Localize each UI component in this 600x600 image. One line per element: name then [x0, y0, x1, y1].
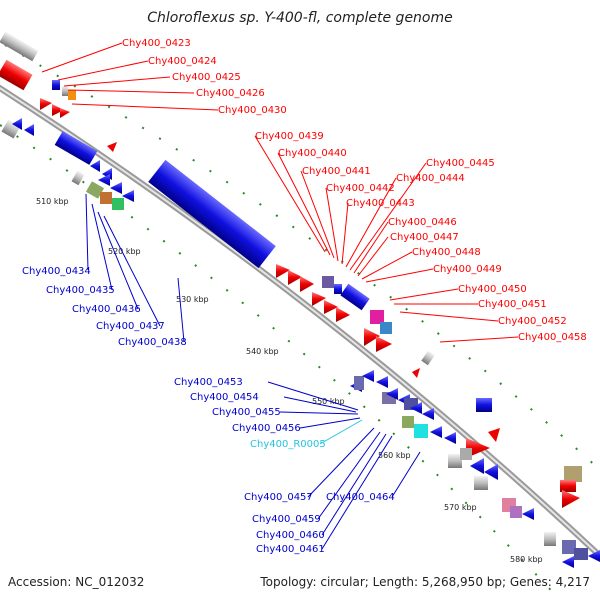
gene-label: Chy400_0425 — [172, 72, 241, 83]
reverse-leader-lines — [85, 193, 421, 550]
gene-label: Chy400_0452 — [498, 316, 567, 327]
gene-label: Chy400_0443 — [346, 198, 415, 209]
reverse-gene-labels: Chy400_0434 Chy400_0435 Chy400_0436 Chy4… — [22, 266, 395, 555]
gene-label: Chy400_0450 — [458, 284, 527, 295]
gene-label: Chy400_0444 — [396, 173, 465, 184]
kbp-label: 520 kbp — [108, 247, 141, 256]
gene-label: Chy400_0455 — [212, 407, 281, 418]
kbp-labels: 510 kbp 520 kbp 530 kbp 540 kbp 550 kbp … — [36, 197, 543, 564]
gene-label: Chy400_0460 — [256, 530, 325, 541]
gene-label: Chy400_0448 — [412, 247, 481, 258]
gene-label: Chy400_0438 — [118, 337, 187, 348]
gene-label: Chy400_0424 — [148, 56, 217, 67]
gene-label: Chy400_0440 — [278, 148, 347, 159]
map-title: Chloroflexus sp. Y-400-fl, complete geno… — [147, 10, 453, 26]
gene-label: Chy400_0454 — [190, 392, 259, 403]
forward-features — [0, 31, 582, 508]
gene-label: Chy400_0430 — [218, 105, 287, 116]
gene-label: Chy400_0447 — [390, 232, 459, 243]
gene-label: Chy400_0458 — [518, 332, 587, 343]
gene-label: Chy400_0461 — [256, 544, 325, 555]
gene-label: Chy400_0434 — [22, 266, 91, 277]
gene-label: Chy400_0451 — [478, 299, 547, 310]
gene-label: Chy400_0439 — [255, 131, 324, 142]
gene-label: Chy400_0464 — [326, 492, 395, 503]
gene-label: Chy400_0437 — [96, 321, 165, 332]
forward-leader-lines — [41, 42, 519, 343]
gene-label: Chy400_0436 — [72, 304, 141, 315]
gene-label: Chy400_0442 — [326, 183, 395, 194]
gene-label: Chy400_0445 — [426, 158, 495, 169]
gene-label: Chy400_0446 — [388, 217, 457, 228]
gene-label: Chy400_0453 — [174, 377, 243, 388]
gene-label: Chy400_0457 — [244, 492, 313, 503]
kbp-label: 540 kbp — [246, 347, 279, 356]
kbp-label: 560 kbp — [378, 451, 411, 460]
gene-label: Chy400_0456 — [232, 423, 301, 434]
gene-label: Chy400_0423 — [122, 38, 191, 49]
kbp-label: 580 kbp — [510, 555, 543, 564]
gene-label: Chy400_0441 — [302, 166, 371, 177]
gene-label: Chy400_0459 — [252, 514, 321, 525]
kbp-label: 530 kbp — [176, 295, 209, 304]
genome-summary: Topology: circular; Length: 5,268,950 bp… — [259, 575, 590, 589]
reverse-features — [1, 118, 600, 568]
kbp-label: 550 kbp — [312, 397, 345, 406]
rna-gene-label: Chy400_R0005 — [250, 439, 326, 450]
forward-gene-labels: Chy400_0423 Chy400_0424 Chy400_0425 Chy4… — [122, 38, 587, 343]
accession-label: Accession: NC_012032 — [8, 575, 144, 589]
kbp-label: 510 kbp — [36, 197, 69, 206]
rna-leader-line — [319, 419, 363, 445]
gene-label: Chy400_0449 — [433, 264, 502, 275]
gene-label: Chy400_0435 — [46, 285, 115, 296]
gene-label: Chy400_0426 — [196, 88, 265, 99]
kbp-label: 570 kbp — [444, 503, 477, 512]
